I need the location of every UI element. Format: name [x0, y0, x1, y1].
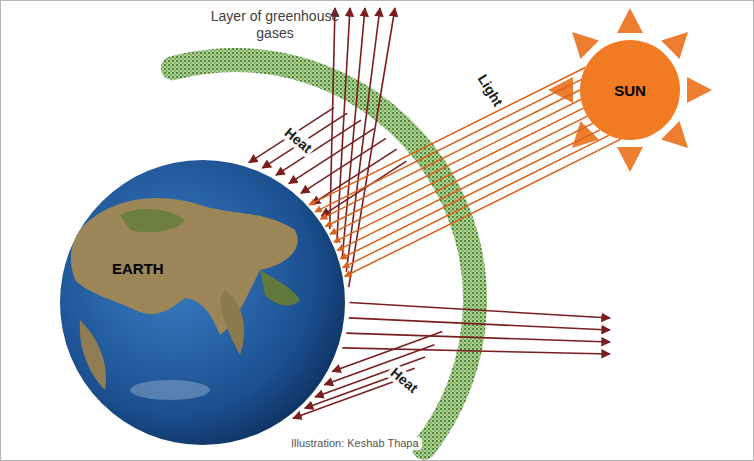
credit-note: Illustration: Keshab Thapa [288, 437, 422, 450]
sun-rays [548, 8, 712, 172]
sun-node: SUN [580, 40, 680, 140]
edge-label: Light [473, 69, 509, 112]
node-text: SUN [614, 82, 646, 99]
light-ray [315, 80, 581, 212]
layer-label: Layer of greenhouse gases [198, 8, 352, 42]
light-ray [334, 116, 588, 242]
earth-node: EARTH [60, 160, 345, 445]
light-ray [320, 90, 580, 219]
light-ray [345, 139, 621, 276]
light-ray [340, 130, 600, 259]
light-ray [343, 135, 609, 267]
earth-globe [60, 160, 345, 445]
light-ray [337, 123, 593, 250]
heat-label: Heat [279, 122, 318, 158]
node-text: EARTH [112, 260, 164, 277]
heat-label: Heat [385, 362, 424, 398]
light-rays [309, 68, 621, 277]
light-ray [330, 108, 584, 234]
light-ray [325, 100, 581, 227]
light-ray [309, 68, 585, 205]
